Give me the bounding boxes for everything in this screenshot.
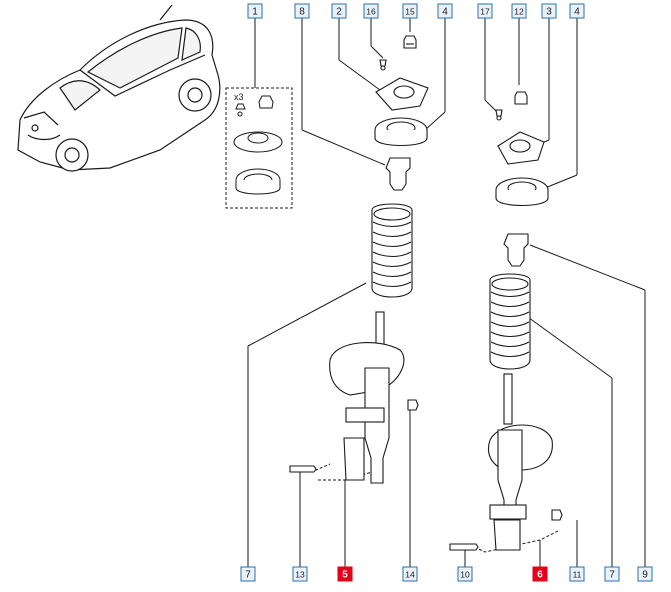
callout-number: 9 — [642, 570, 648, 581]
callout-box — [532, 566, 548, 582]
callout-box — [637, 566, 653, 582]
callout-label-12: 12 — [511, 3, 527, 19]
callout-number: 5 — [342, 570, 348, 581]
callout-number: 13 — [295, 570, 305, 580]
callout-label-5: 5 — [337, 566, 353, 582]
callout-box — [511, 3, 527, 19]
callout-number: 4 — [574, 7, 580, 18]
left-strut-assembly — [289, 35, 429, 484]
callout-label-11: 11 — [569, 566, 585, 582]
bottom-callouts: 7 13 5 14 10 6 11 7 9 — [240, 566, 653, 582]
callout-label-7: 7 — [240, 566, 256, 582]
callout-label-4: 4 — [569, 3, 585, 19]
callout-box — [331, 3, 347, 19]
callout-box — [604, 566, 620, 582]
callout-box — [240, 566, 256, 582]
callout-box — [477, 3, 493, 19]
callout-number: 14 — [405, 570, 415, 580]
callout-label-8: 8 — [294, 3, 310, 19]
right-strut-assembly — [449, 91, 563, 551]
car-hatchback-icon — [17, 4, 221, 172]
callout-label-15: 15 — [402, 3, 418, 19]
callout-label-9: 9 — [637, 566, 653, 582]
callout-label-17: 17 — [477, 3, 493, 19]
callout-number: 1 — [252, 7, 258, 18]
callout-number: 7 — [245, 570, 251, 581]
callout-number: 7 — [609, 570, 615, 581]
callout-box — [541, 3, 557, 19]
callout-number: 15 — [405, 7, 415, 17]
callout-box — [402, 566, 418, 582]
callout-number: 12 — [514, 7, 524, 17]
callout-box — [247, 3, 263, 19]
callout-number: 16 — [366, 7, 376, 17]
callout-label-1: 1 — [247, 3, 263, 19]
callout-number: 11 — [573, 570, 582, 580]
callout-box — [569, 3, 585, 19]
callout-number: 6 — [537, 570, 543, 581]
callout-number: 17 — [480, 7, 490, 17]
mounting-kit-group: x3 — [225, 87, 293, 209]
callout-label-7: 7 — [604, 566, 620, 582]
callout-box — [292, 566, 308, 582]
callout-number: 8 — [299, 7, 305, 18]
callout-number: 10 — [460, 570, 470, 580]
callout-label-10: 10 — [457, 566, 473, 582]
callout-label-6: 6 — [532, 566, 548, 582]
callout-label-4: 4 — [437, 3, 453, 19]
callout-number: 4 — [442, 7, 448, 18]
callout-box — [294, 3, 310, 19]
callout-label-13: 13 — [292, 566, 308, 582]
callout-box — [569, 566, 585, 582]
callout-box — [363, 3, 379, 19]
callout-box — [402, 3, 418, 19]
callout-number: 2 — [336, 7, 342, 18]
callout-label-16: 16 — [363, 3, 379, 19]
callout-label-2: 2 — [331, 3, 347, 19]
callout-box — [337, 566, 353, 582]
kit-quantity: x3 — [234, 92, 244, 102]
callout-label-14: 14 — [402, 566, 418, 582]
leader-lines — [247, 18, 646, 567]
callout-number: 3 — [546, 7, 552, 18]
callout-box — [457, 566, 473, 582]
top-callouts: 1 8 2 16 15 4 17 12 3 4 — [247, 3, 585, 19]
callout-label-3: 3 — [541, 3, 557, 19]
callout-box — [437, 3, 453, 19]
